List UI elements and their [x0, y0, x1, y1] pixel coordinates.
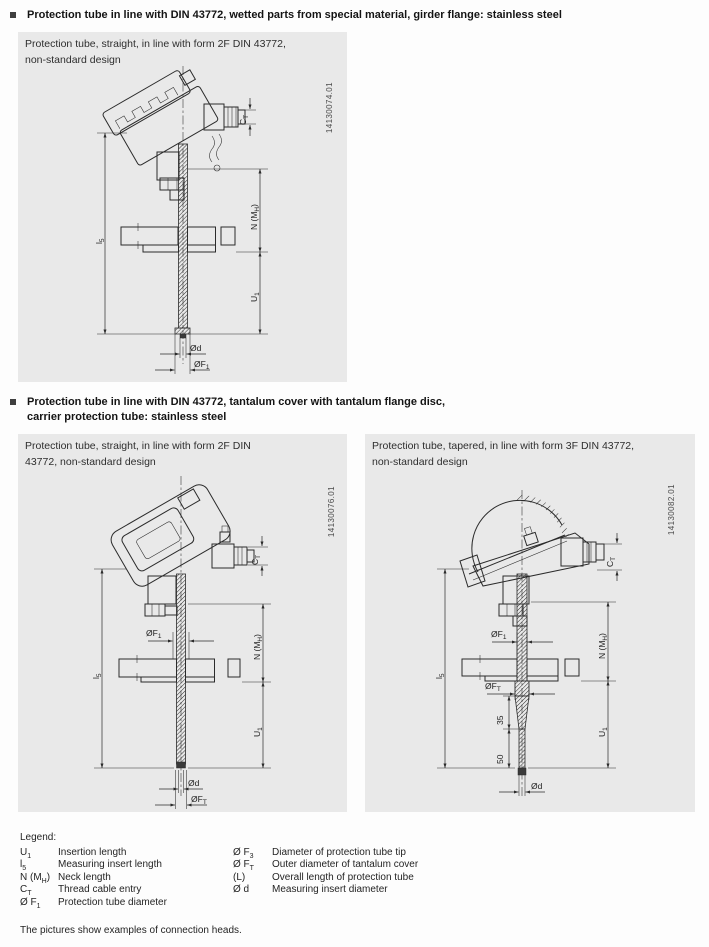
dimension-lines: CT ØF1 l5 N (MH) U1 Ød — [91, 536, 271, 809]
protection-tube — [514, 573, 530, 776]
dim-label-od: Ød — [188, 778, 200, 788]
hex-nut — [144, 603, 166, 617]
head-body — [472, 532, 590, 587]
dim-label-oft: ØFT — [485, 681, 501, 693]
dim-label-ct: CT — [605, 557, 617, 567]
legend-item: N (MH)Neck length — [20, 871, 111, 885]
flange — [120, 223, 236, 253]
figure-panel-straight-2f-tantalum: Protection tube, straight, in line with … — [18, 434, 347, 812]
tantalum-tip-cap — [517, 767, 527, 776]
technical-drawing-straight-2f-tantalum: CT ØF1 l5 N (MH) U1 Ød — [91, 476, 271, 809]
measuring-insert-tip — [179, 333, 187, 339]
legend-item: (L)Overall length of protection tube — [233, 871, 414, 883]
tantalum-flange-disc — [140, 676, 177, 683]
dim-label-of1: ØF1 — [146, 628, 162, 640]
dim-label-oft: ØFT — [191, 794, 207, 806]
tapered-section — [514, 695, 530, 730]
hinge-screw — [523, 531, 539, 547]
figure-caption: Protection tube, tapered, in line with f… — [372, 440, 635, 468]
dim-label-l5: l5 — [94, 238, 106, 244]
dimension-lines: CT ØF1 ØFT 35 50 l5 — [434, 533, 622, 796]
section-heading-2: Protection tube in line with DIN 43772, … — [27, 396, 446, 423]
dim-label-u1: U1 — [597, 727, 609, 737]
section-bullet — [10, 399, 16, 405]
dim-label-l5: l5 — [434, 673, 446, 679]
dim-label-n-mh: N (MH) — [249, 204, 261, 230]
girder-flange-plate — [142, 244, 179, 253]
dim-label-n-mh: N (MH) — [597, 633, 609, 659]
section-bullet — [10, 12, 16, 18]
dim-label-l5: l5 — [91, 673, 103, 679]
connection-head — [459, 494, 590, 588]
neck-assembly — [144, 575, 178, 617]
protection-tube — [174, 143, 191, 339]
dim-label-35: 35 — [495, 715, 505, 725]
lid-latch — [177, 488, 201, 510]
dim-label-u1: U1 — [249, 292, 261, 302]
cable-gland — [211, 543, 255, 569]
cap-chain — [209, 133, 222, 163]
legend-title: Legend: — [20, 832, 57, 843]
dim-label-od: Ød — [190, 343, 202, 353]
section-heading-1: Protection tube in line with DIN 43772, … — [27, 9, 562, 21]
terminal-block — [115, 87, 179, 129]
dim-label-ct: CT — [250, 555, 262, 565]
protection-tube — [176, 573, 186, 769]
figure-panel-straight-2f-girder: Protection tube, straight, in line with … — [18, 32, 347, 382]
cable-gland — [203, 103, 246, 131]
dim-label-of1: ØF1 — [491, 629, 507, 641]
connection-head — [110, 484, 231, 587]
tantalum-cover-wide — [514, 680, 530, 697]
footer-note: The pictures show examples of connection… — [20, 925, 242, 936]
cap-screw — [178, 69, 197, 87]
tantalum-tip-cap — [176, 761, 186, 769]
dim-label-ct: CT — [238, 115, 250, 125]
figure-panel-tapered-3f-tantalum: Protection tube, tapered, in line with f… — [365, 434, 695, 812]
dim-label-n-mh: N (MH) — [252, 634, 264, 660]
lid-edge — [459, 554, 486, 588]
dim-label-of1: ØF1 — [194, 359, 210, 371]
technical-drawing-tapered-3f-tantalum: CT ØF1 ØFT 35 50 l5 — [434, 490, 622, 796]
dim-label-u1: U1 — [252, 727, 264, 737]
figure-caption: Protection tube, straight, in line with … — [25, 440, 251, 468]
dim-label-od: Ød — [531, 781, 543, 791]
dimension-lines: CT l5 N (MH) U1 Ød ØF1 — [94, 98, 268, 374]
connection-head — [102, 69, 222, 172]
figure-caption: Protection tube, straight, in line with … — [25, 38, 286, 66]
technical-drawing-straight-2f-girder-flange: CT l5 N (MH) U1 Ød ØF1 — [94, 66, 268, 374]
tube-tip-collar — [174, 327, 191, 335]
dim-label-50: 50 — [495, 754, 505, 764]
cable-gland — [560, 537, 605, 567]
